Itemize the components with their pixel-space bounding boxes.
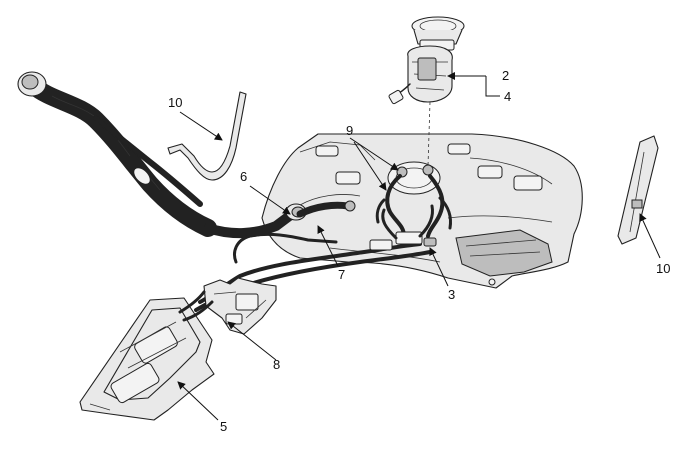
callout-9: 9 [346, 123, 354, 138]
pump-mount-assembly [375, 161, 452, 238]
callout-5: 5 [220, 419, 228, 434]
callout-8: 8 [273, 357, 281, 372]
callout-3: 3 [448, 287, 456, 302]
callout-2: 2 [502, 68, 510, 83]
callout-4: 4 [504, 89, 512, 104]
callout-6: 6 [240, 169, 248, 184]
callout-7: 7 [338, 267, 346, 282]
canister [79, 290, 215, 421]
callout-10-right: 10 [656, 261, 671, 276]
fuel-tank [261, 133, 583, 289]
fuel-pump-module [388, 16, 465, 167]
connector-bracket [203, 277, 277, 335]
callout-10-left: 10 [168, 95, 183, 110]
fuel-filler-neck [17, 71, 356, 239]
mounting-bracket-left [167, 91, 247, 181]
leader-lines [177, 72, 661, 421]
mounting-bracket-right [617, 135, 659, 245]
